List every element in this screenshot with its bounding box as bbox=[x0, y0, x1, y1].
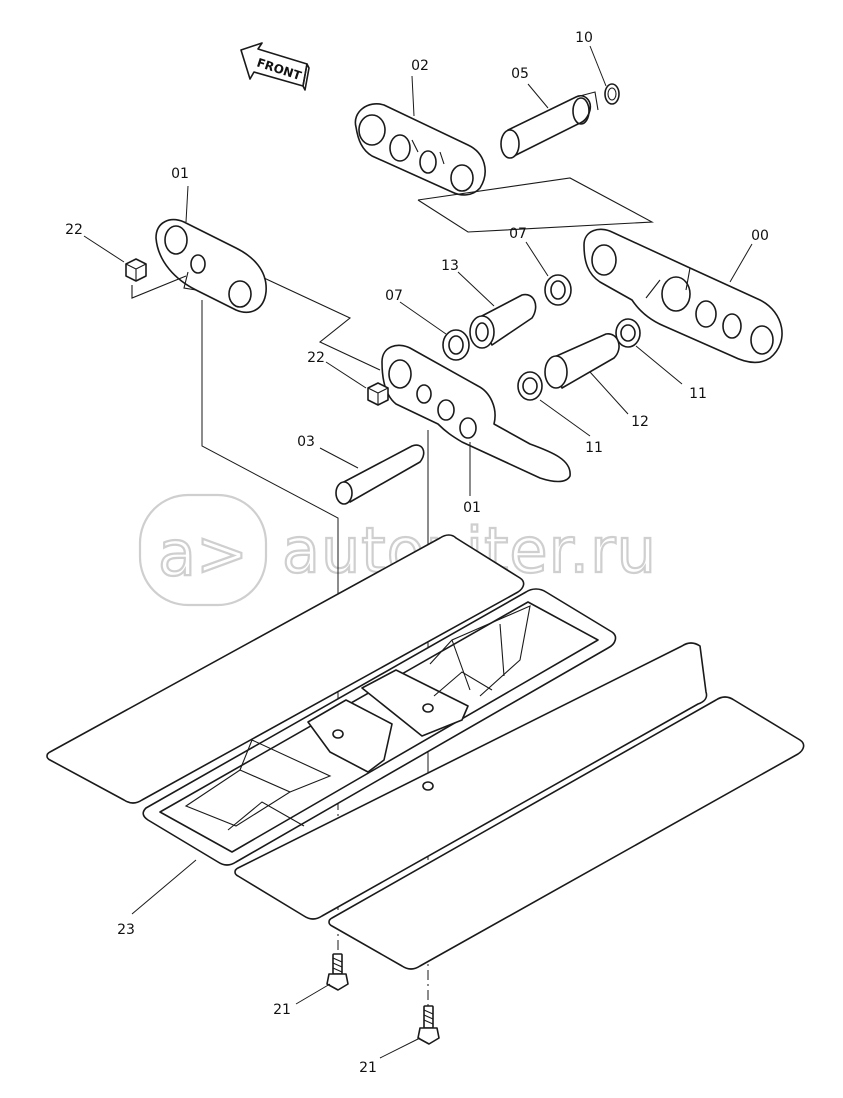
ring-part-11-lower bbox=[517, 371, 543, 401]
callout-21-lower: 21 bbox=[359, 1060, 377, 1076]
callout-12: 12 bbox=[631, 414, 649, 430]
callout-07-upper: 07 bbox=[509, 226, 527, 242]
watermark-logo-box bbox=[138, 493, 268, 607]
pin-part-05 bbox=[500, 91, 599, 159]
seal-part-07-upper bbox=[544, 274, 572, 306]
bolt-part-21-lower bbox=[417, 1005, 440, 1045]
link-assembly-part-00 bbox=[583, 228, 783, 364]
watermark-logo-glyph: a> bbox=[158, 517, 248, 590]
shoe-plate-center-right bbox=[234, 642, 708, 920]
callout-05: 05 bbox=[511, 66, 529, 82]
link-part-01-upper bbox=[155, 218, 267, 314]
callout-10: 10 bbox=[575, 30, 593, 46]
spacer-part-12 bbox=[544, 333, 620, 389]
callout-22-lower: 22 bbox=[307, 350, 325, 366]
seal-part-07-lower bbox=[442, 329, 470, 361]
shoe-plate-left bbox=[46, 534, 525, 804]
callout-22-upper: 22 bbox=[65, 222, 83, 238]
bushing-part-13 bbox=[469, 293, 537, 349]
callout-13: 13 bbox=[441, 258, 459, 274]
shoe-plate-far-right bbox=[328, 696, 805, 970]
bolt-part-21-upper bbox=[326, 953, 349, 991]
callout-01-upper: 01 bbox=[171, 166, 189, 182]
snap-ring-part-10 bbox=[604, 83, 620, 105]
leader-lines bbox=[83, 45, 753, 1059]
callout-07-lower: 07 bbox=[385, 288, 403, 304]
track-shoe-part-23 bbox=[142, 588, 617, 866]
guide-line-01-01 bbox=[263, 277, 381, 371]
ring-part-11-upper bbox=[615, 318, 641, 348]
nut-part-22-upper bbox=[125, 258, 187, 299]
callout-02: 02 bbox=[411, 58, 429, 74]
callout-03: 03 bbox=[297, 434, 315, 450]
front-direction-arrow: FRONT bbox=[240, 42, 310, 91]
callout-21-upper: 21 bbox=[273, 1002, 291, 1018]
callouts: 00 01 01 02 03 05 07 07 10 11 11 12 13 2… bbox=[65, 30, 769, 1076]
link-part-02 bbox=[354, 103, 486, 196]
link-part-01-lower bbox=[381, 344, 571, 483]
callout-00: 00 bbox=[751, 228, 769, 244]
callout-01-lower: 01 bbox=[463, 500, 481, 516]
guide-line-02-00 bbox=[417, 177, 654, 233]
callout-23: 23 bbox=[117, 922, 135, 938]
callout-11-lower: 11 bbox=[585, 440, 603, 456]
nut-part-22-lower bbox=[367, 382, 389, 406]
callout-11-upper: 11 bbox=[689, 386, 707, 402]
pin-part-03 bbox=[335, 444, 425, 505]
